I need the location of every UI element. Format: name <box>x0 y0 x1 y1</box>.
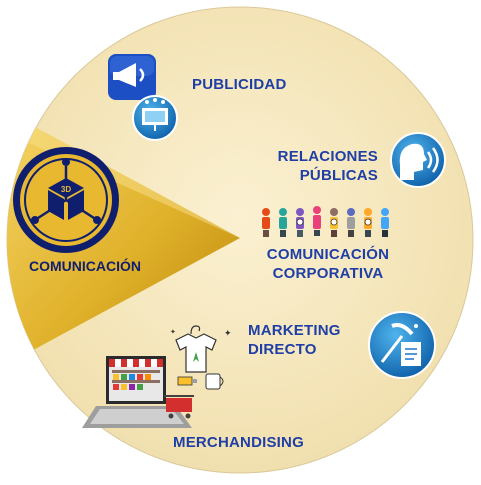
label-marketing-directo: MARKETING DIRECTO <box>248 321 341 359</box>
label-comunicacion-corporativa: COMUNICACIÓN CORPORATIVA <box>244 245 412 283</box>
label-relaciones-publicas: RELACIONES PÚBLICAS <box>240 147 378 185</box>
label-corporativa-line1: COMUNICACIÓN <box>266 246 390 263</box>
label-merchandising: MERCHANDISING <box>173 434 304 451</box>
label-corporativa-line2: CORPORATIVA <box>272 265 384 282</box>
megaphone-icon <box>108 54 156 100</box>
speaking-head-icon <box>390 132 446 188</box>
label-publicidad: PUBLICIDAD <box>192 76 287 93</box>
label-relaciones-line2: PÚBLICAS <box>299 167 378 184</box>
pickaxe-document-icon <box>368 311 436 379</box>
svg-text:✦: ✦ <box>224 329 232 339</box>
center-label: COMUNICACIÓN <box>29 258 141 274</box>
3d-cube-network-icon: 3D <box>13 147 119 253</box>
svg-text:3D: 3D <box>61 185 71 194</box>
laptop-store-icon: ✦ ✦ <box>82 325 232 428</box>
label-marketing-line1: MARKETING <box>248 322 341 339</box>
billboard-icon <box>132 95 178 141</box>
label-marketing-line2: DIRECTO <box>248 341 317 358</box>
label-relaciones-line1: RELACIONES <box>277 148 378 165</box>
people-group-icon <box>262 206 389 237</box>
svg-text:✦: ✦ <box>170 328 176 336</box>
